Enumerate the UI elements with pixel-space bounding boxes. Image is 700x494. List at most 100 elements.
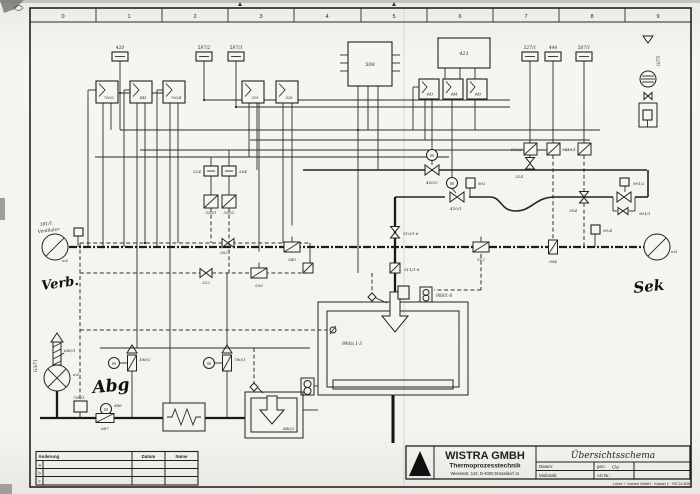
- company-address: Wiesenstr. 134, D-4000 Düsseldorf 11: [451, 471, 521, 476]
- valve-530-label: 530: [255, 283, 263, 288]
- ruler-numbers: 0 1 2 3 4 5 6 7 8 9: [61, 14, 659, 20]
- ruler-9: 9: [656, 14, 659, 20]
- controller-529-label: 529: [252, 96, 260, 100]
- company-name: WISTRA GMBH: [445, 450, 525, 462]
- burner-valves: 510/1-6 511/1-6: [389, 226, 420, 274]
- field-artnr-label: Art.Nr.:: [597, 473, 611, 478]
- controller-445b: 445: [466, 78, 488, 100]
- motor-letter: M: [450, 181, 454, 186]
- tag-908: 908/1-6: [436, 293, 452, 298]
- valve-511-label: 511/1-6: [404, 267, 420, 272]
- rev-col-change: Änderung: [39, 454, 60, 459]
- field-date-label: Datum:: [539, 464, 553, 469]
- motor-letter: M: [430, 153, 434, 158]
- rev-col-date: Datum: [142, 454, 156, 459]
- valve-410-1: M 410/1: [446, 177, 465, 211]
- note-secondary: Sek: [633, 276, 665, 297]
- after-chamber: 840/2: [244, 382, 304, 439]
- tag-90-4: 90/4: [603, 228, 612, 233]
- dampers-and-valves: 524 504 520/1 520/2 502 522 530 540 512 …: [193, 142, 612, 288]
- tag-420: 420: [115, 46, 124, 51]
- vent-valve-180-2: M 180/2: [108, 344, 151, 372]
- controllers: 700/2 445 700/4 529 528 443 444 445: [95, 78, 488, 104]
- drawing-title: Übersichtsschema: [571, 449, 655, 461]
- note-exhaust: Abg: [90, 375, 131, 398]
- valve-502-label: 502: [220, 250, 228, 255]
- controller-443: 443: [418, 78, 440, 100]
- controller-444-label: 444: [450, 93, 459, 97]
- rev-row-c: c: [38, 479, 40, 484]
- tag-686: 686: [114, 403, 122, 408]
- valve-540-label: 540: [288, 257, 296, 262]
- ruler-0: 0: [61, 14, 64, 20]
- controller-444: 444: [442, 78, 464, 100]
- fan-m1-label: m1: [73, 372, 79, 377]
- valve-687-label: 687: [101, 426, 109, 431]
- motor-letter: M: [112, 361, 116, 366]
- damper-529-2: 529/2: [511, 147, 523, 152]
- revision-table: Änderung Datum Name a b c: [35, 450, 199, 486]
- valve-901-2-label: 901/2: [633, 181, 645, 186]
- ruler-2: 2: [193, 14, 196, 20]
- fan-m1: m1 680/1 G3/71: [33, 332, 79, 392]
- burner-body: [397, 285, 410, 300]
- tag-444: 444: [548, 46, 557, 51]
- title-block: WISTRA GMBH Thermoprozesstechnik Wiesens…: [405, 445, 691, 486]
- tag-524: 524: [193, 169, 201, 174]
- ruler-3: 3: [259, 14, 262, 20]
- controller-529: 529: [241, 80, 265, 104]
- valve-410-2: M 410/2: [424, 149, 440, 185]
- fan-note-2: Ventilator: [38, 227, 61, 235]
- controller-528: 528: [275, 80, 299, 104]
- motor-valves: M 410/2 M 410/1 901/2 901/1 510/1-6 511/…: [389, 149, 651, 274]
- valve-522: [199, 267, 213, 279]
- furnace: 908/1-6 900/a 1-3: [300, 285, 469, 396]
- controller-700-4-label: 700/4: [171, 96, 182, 100]
- gas-note-right: G/75: [656, 56, 661, 66]
- damper-520-2: 520/2: [224, 210, 236, 215]
- heat-exchanger: [162, 402, 206, 432]
- rev-row-a: a: [38, 463, 41, 468]
- valve-502: [221, 237, 235, 249]
- fans: m2 m1 680/1 G3/71 m3: [33, 227, 678, 392]
- wistra-logo-triangle: [409, 451, 431, 476]
- valve-901-1-label: 901/1: [639, 211, 651, 216]
- valve-504-label: 504: [569, 208, 577, 213]
- valve-180-2-label: 180/2: [139, 357, 151, 362]
- ruler-7: 7: [524, 14, 527, 20]
- valve-904-label: 904: [549, 259, 557, 264]
- controller-700-2: 700/2: [95, 80, 119, 104]
- gas-train: G/75: [638, 35, 661, 128]
- damper-520-1: 520/1: [206, 210, 217, 215]
- signal-lines: [58, 61, 636, 418]
- valve-901-2: 901/2: [616, 177, 645, 203]
- fan-m2-label: m2: [62, 258, 69, 263]
- motor-letter: M: [207, 361, 211, 366]
- print-note: Lutze + Jochen GmbH · Kassel 1 · RZ 24.8…: [613, 482, 690, 486]
- tag-587-3: 587/3: [230, 46, 243, 51]
- gas-regulator: [638, 102, 658, 128]
- tag-504: 504: [239, 169, 247, 174]
- fan-note-1: 181/1: [40, 221, 53, 228]
- valve-410-1-label: 410/1: [449, 206, 462, 211]
- valve-510-label: 510/1-6: [403, 231, 419, 236]
- vent-valve-780-1: M 780/1: [203, 344, 246, 372]
- motor-letter: M: [104, 407, 108, 412]
- chamber-diamond: [249, 382, 259, 392]
- valve-410-2-label: 410/2: [425, 180, 438, 185]
- ruler-6: 6: [458, 14, 461, 20]
- process-pipes: [40, 169, 649, 443]
- gas-note-left: G3/71: [33, 359, 38, 372]
- company-division: Thermoprozesstechnik: [449, 463, 521, 470]
- sight-glass: [300, 377, 315, 396]
- valve-504: [578, 191, 590, 204]
- ruler-8: 8: [590, 14, 593, 20]
- handwritten-annotations: 181/1 Ventilator Verb. Abg Sek: [38, 221, 665, 398]
- controller-445b-label: 445: [474, 93, 483, 97]
- tag-587-1: 587/1: [578, 46, 590, 51]
- field-scale-label: Maßstab:: [539, 473, 557, 478]
- ruler-1: 1: [127, 14, 130, 20]
